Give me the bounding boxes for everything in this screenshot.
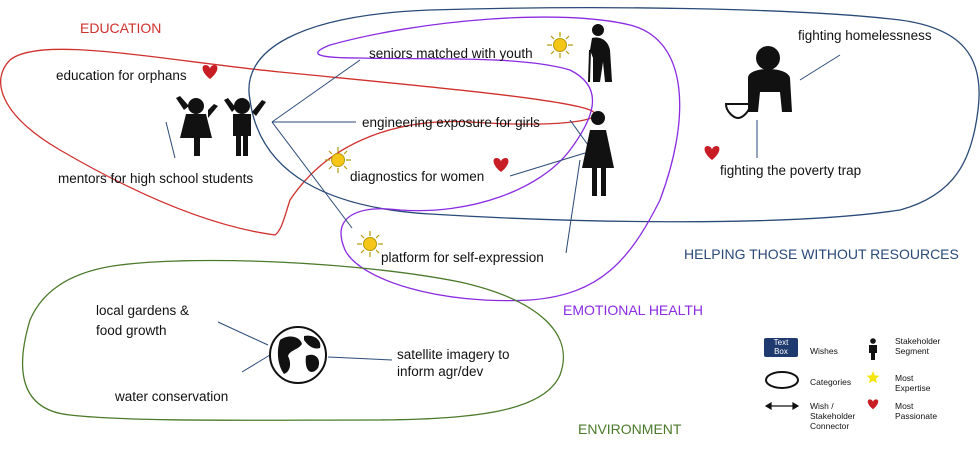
wish-homelessness: fighting homelessness (798, 28, 932, 43)
legend-heart-icon (867, 399, 879, 410)
legend-stakeholder: Stakeholder Segment (895, 336, 941, 356)
wish-satellite: satellite imagery to inform agr/dev (397, 347, 510, 379)
sun-icon (324, 146, 352, 174)
wish-poverty: fighting the poverty trap (720, 163, 862, 178)
category-helping: HELPING THOSE WITHOUT RESOURCES (684, 246, 959, 262)
globe-icon (269, 326, 327, 384)
wish-gardens: local gardens & food growth (96, 303, 190, 338)
legend-wishes: Wishes (810, 346, 838, 356)
wish-engineering: engineering exposure for girls (362, 115, 540, 130)
category-education: EDUCATION (80, 20, 162, 36)
legend-textbox-swatch (764, 338, 798, 357)
wish-orphans: education for orphans (56, 68, 187, 83)
legend-star-icon (866, 371, 880, 384)
heart-icon (704, 146, 720, 160)
heart-icon (202, 65, 218, 79)
legend-connector-swatch (764, 401, 800, 411)
legend-passionate: Most Passionate (895, 401, 938, 421)
legend-expertise: Most Expertise (895, 373, 931, 393)
legend-categories: Categories (810, 377, 852, 387)
wish-diagnostics: diagnostics for women (350, 169, 485, 184)
category-environment: ENVIRONMENT (578, 421, 682, 437)
education-loop (0, 48, 596, 236)
wish-mentors: mentors for high school students (58, 171, 254, 186)
environment-loop (21, 259, 565, 421)
heart-icon (493, 158, 509, 172)
legend-stakeholder-icon (869, 338, 877, 360)
wish-water: water conservation (115, 389, 229, 404)
legend-connector: Wish / Stakeholder Connector (810, 401, 856, 431)
children-icon (176, 96, 266, 156)
legend-textbox-label: Text Box (773, 338, 789, 356)
legend-category-swatch (765, 371, 799, 389)
wish-platform: platform for self-expression (381, 250, 544, 265)
category-emotional: EMOTIONAL HEALTH (563, 302, 704, 318)
helping-loop (248, 7, 980, 223)
woman-icon (582, 111, 614, 196)
elderly-person-icon (588, 24, 612, 83)
wish-seniors: seniors matched with youth (369, 46, 533, 61)
homeless-person-icon (724, 46, 792, 120)
sun-icon (356, 230, 384, 258)
sun-icon (546, 31, 574, 59)
emotional-loop (317, 16, 681, 302)
